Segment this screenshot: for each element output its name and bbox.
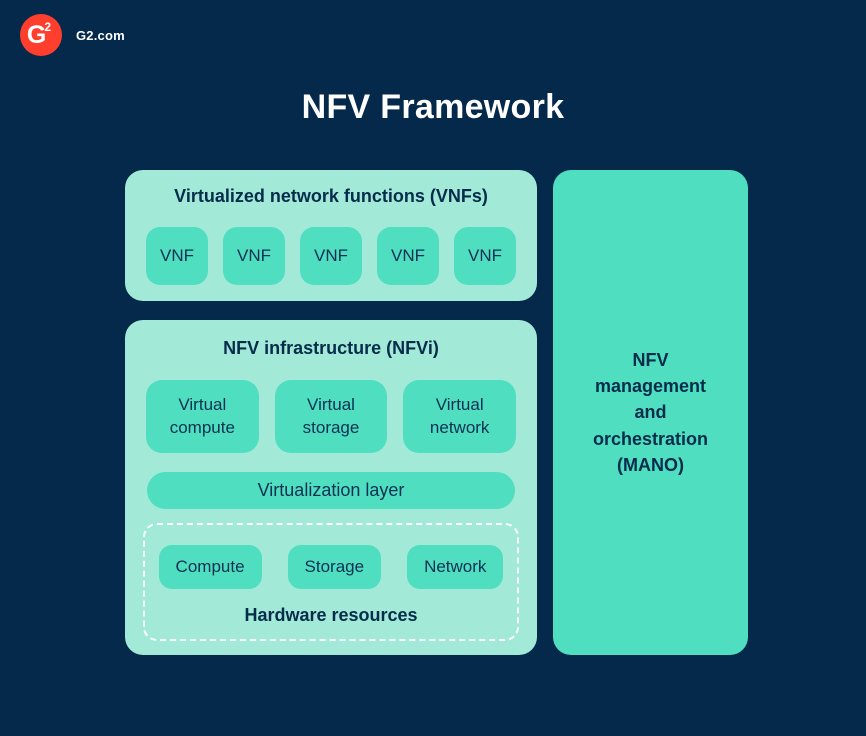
mano-panel-title: NFV management and orchestration (MANO) xyxy=(592,350,709,475)
g2-logo-superscript: 2 xyxy=(44,20,52,34)
virtual-network-label: Virtual network xyxy=(429,394,490,437)
hardware-resources-group: Compute Storage Network Hardware resourc… xyxy=(143,523,519,641)
virtual-compute-box: Virtual compute xyxy=(146,380,259,453)
vnf-box: VNF xyxy=(223,227,285,285)
vnf-box-row: VNF VNF VNF VNF VNF xyxy=(125,227,537,285)
nfvi-panel-title: NFV infrastructure (NFVi) xyxy=(223,338,439,358)
vnf-panel-title: Virtualized network functions (VNFs) xyxy=(174,186,488,206)
mano-panel: NFV management and orchestration (MANO) xyxy=(553,170,748,655)
virtualization-layer-bar: Virtualization layer xyxy=(147,472,515,509)
virtual-storage-label: Virtual storage xyxy=(302,394,360,437)
vnf-panel: Virtualized network functions (VNFs) VNF… xyxy=(125,170,537,301)
vnf-box: VNF xyxy=(377,227,439,285)
storage-box: Storage xyxy=(287,545,382,589)
network-box: Network xyxy=(407,545,504,589)
page-title: NFV Framework xyxy=(301,88,565,126)
hardware-box-row: Compute Storage Network xyxy=(145,545,517,589)
g2-logo-letter: G xyxy=(26,20,47,49)
vnf-box: VNF xyxy=(454,227,516,285)
vnf-box: VNF xyxy=(300,227,362,285)
site-label: G2.com xyxy=(76,28,125,43)
virtual-resources-row: Virtual compute Virtual storage Virtual … xyxy=(146,380,517,453)
hardware-resources-title: Hardware resources xyxy=(244,605,418,625)
virtual-compute-label: Virtual compute xyxy=(169,394,235,437)
virtual-network-box: Virtual network xyxy=(403,380,517,453)
compute-box: Compute xyxy=(158,545,262,589)
nfvi-panel: NFV infrastructure (NFVi) Virtual comput… xyxy=(125,320,537,655)
virtual-storage-box: Virtual storage xyxy=(274,380,388,453)
vnf-box: VNF xyxy=(146,227,208,285)
